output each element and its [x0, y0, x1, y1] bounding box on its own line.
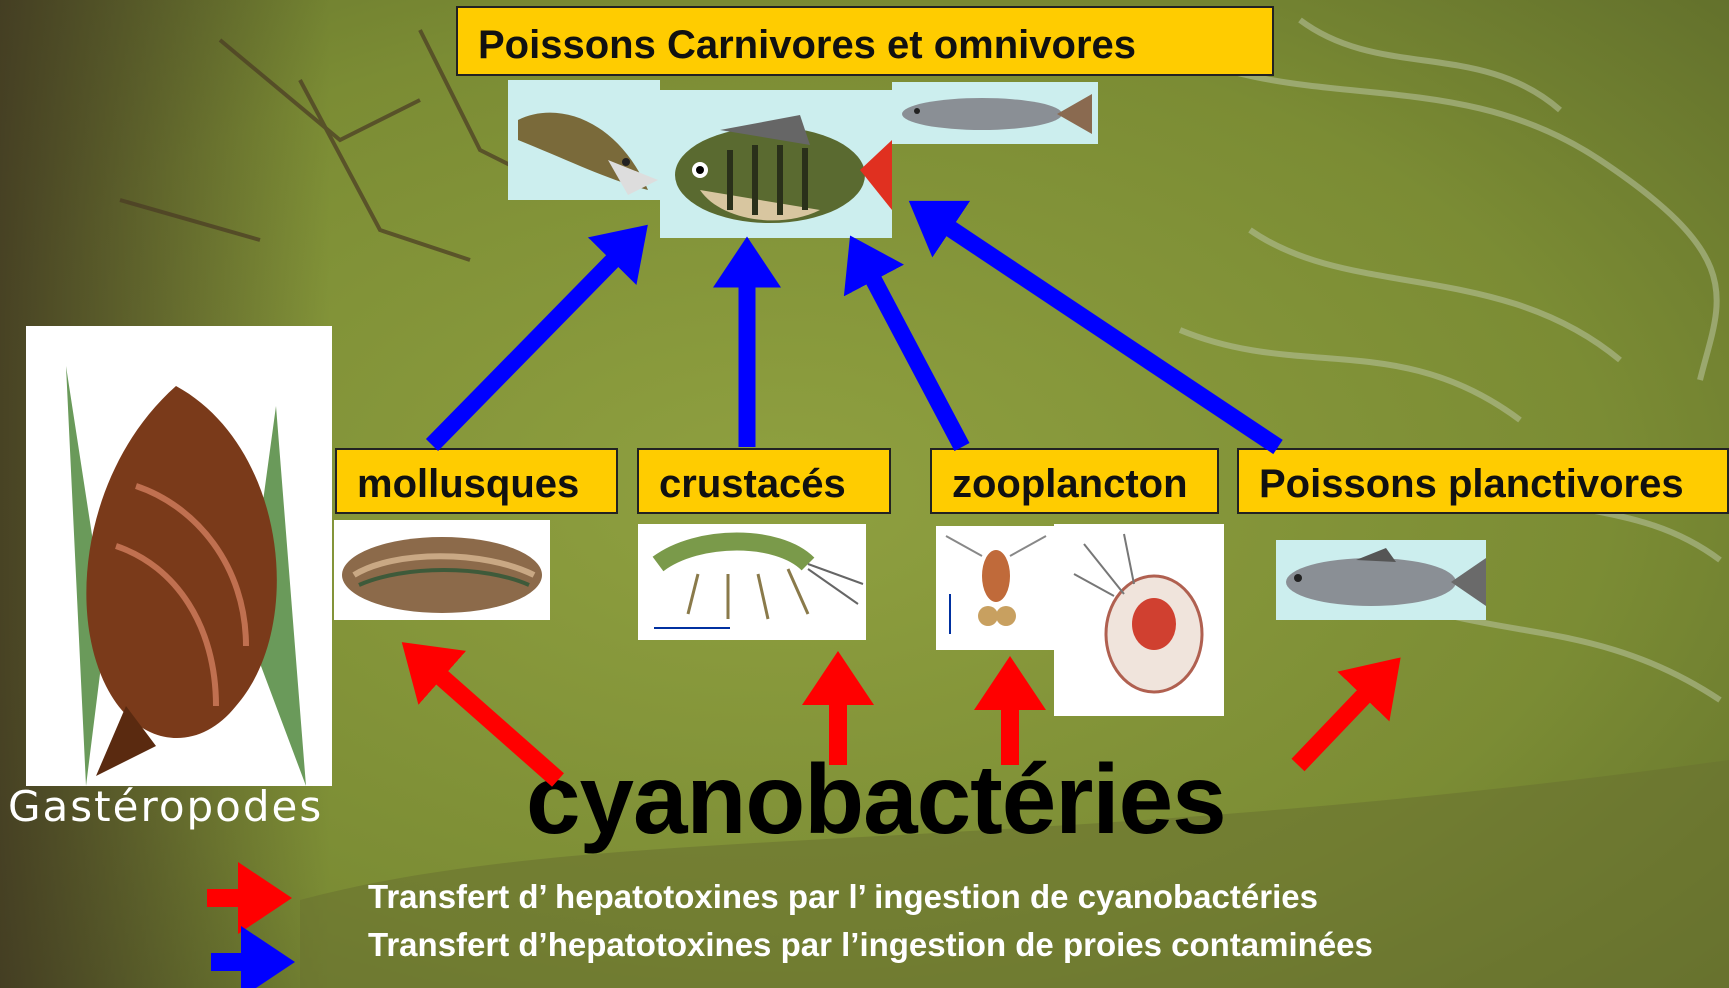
legend-red-text: Transfert d’ hepatotoxines par l’ ingest…: [368, 880, 1318, 913]
zooplankton-label: zooplancton: [930, 448, 1219, 514]
amphipod-image: [638, 524, 866, 640]
molluscs-label-text: mollusques: [357, 462, 579, 506]
planktivorous-fish-label-text: Poissons planctivores: [1259, 462, 1684, 506]
molluscs-label: mollusques: [335, 448, 618, 514]
mussel-image: [334, 520, 550, 620]
roach-image: [1276, 540, 1486, 620]
pike-image: [508, 80, 660, 200]
carnivorous-fish-label: Poissons Carnivores et omnivores: [456, 6, 1274, 76]
cyanobacteria-label: cyanobactéries: [526, 750, 1226, 848]
copepod-image: [936, 526, 1054, 650]
legend-blue-text: Transfert d’hepatotoxines par l’ingestio…: [368, 928, 1373, 961]
whitefish-image: [892, 82, 1098, 144]
carnivorous-fish-label-text: Poissons Carnivores et omnivores: [478, 23, 1136, 67]
planktivorous-fish-label: Poissons planctivores: [1237, 448, 1729, 514]
daphnia-image: [1054, 524, 1224, 716]
crustaceans-label-text: crustacés: [659, 462, 846, 506]
gastropods-caption: Gastéropodes: [8, 786, 323, 828]
perch-image: [660, 90, 892, 238]
zooplankton-label-text: zooplancton: [952, 462, 1188, 506]
crustaceans-label: crustacés: [637, 448, 891, 514]
gastropod-image: [26, 326, 332, 786]
